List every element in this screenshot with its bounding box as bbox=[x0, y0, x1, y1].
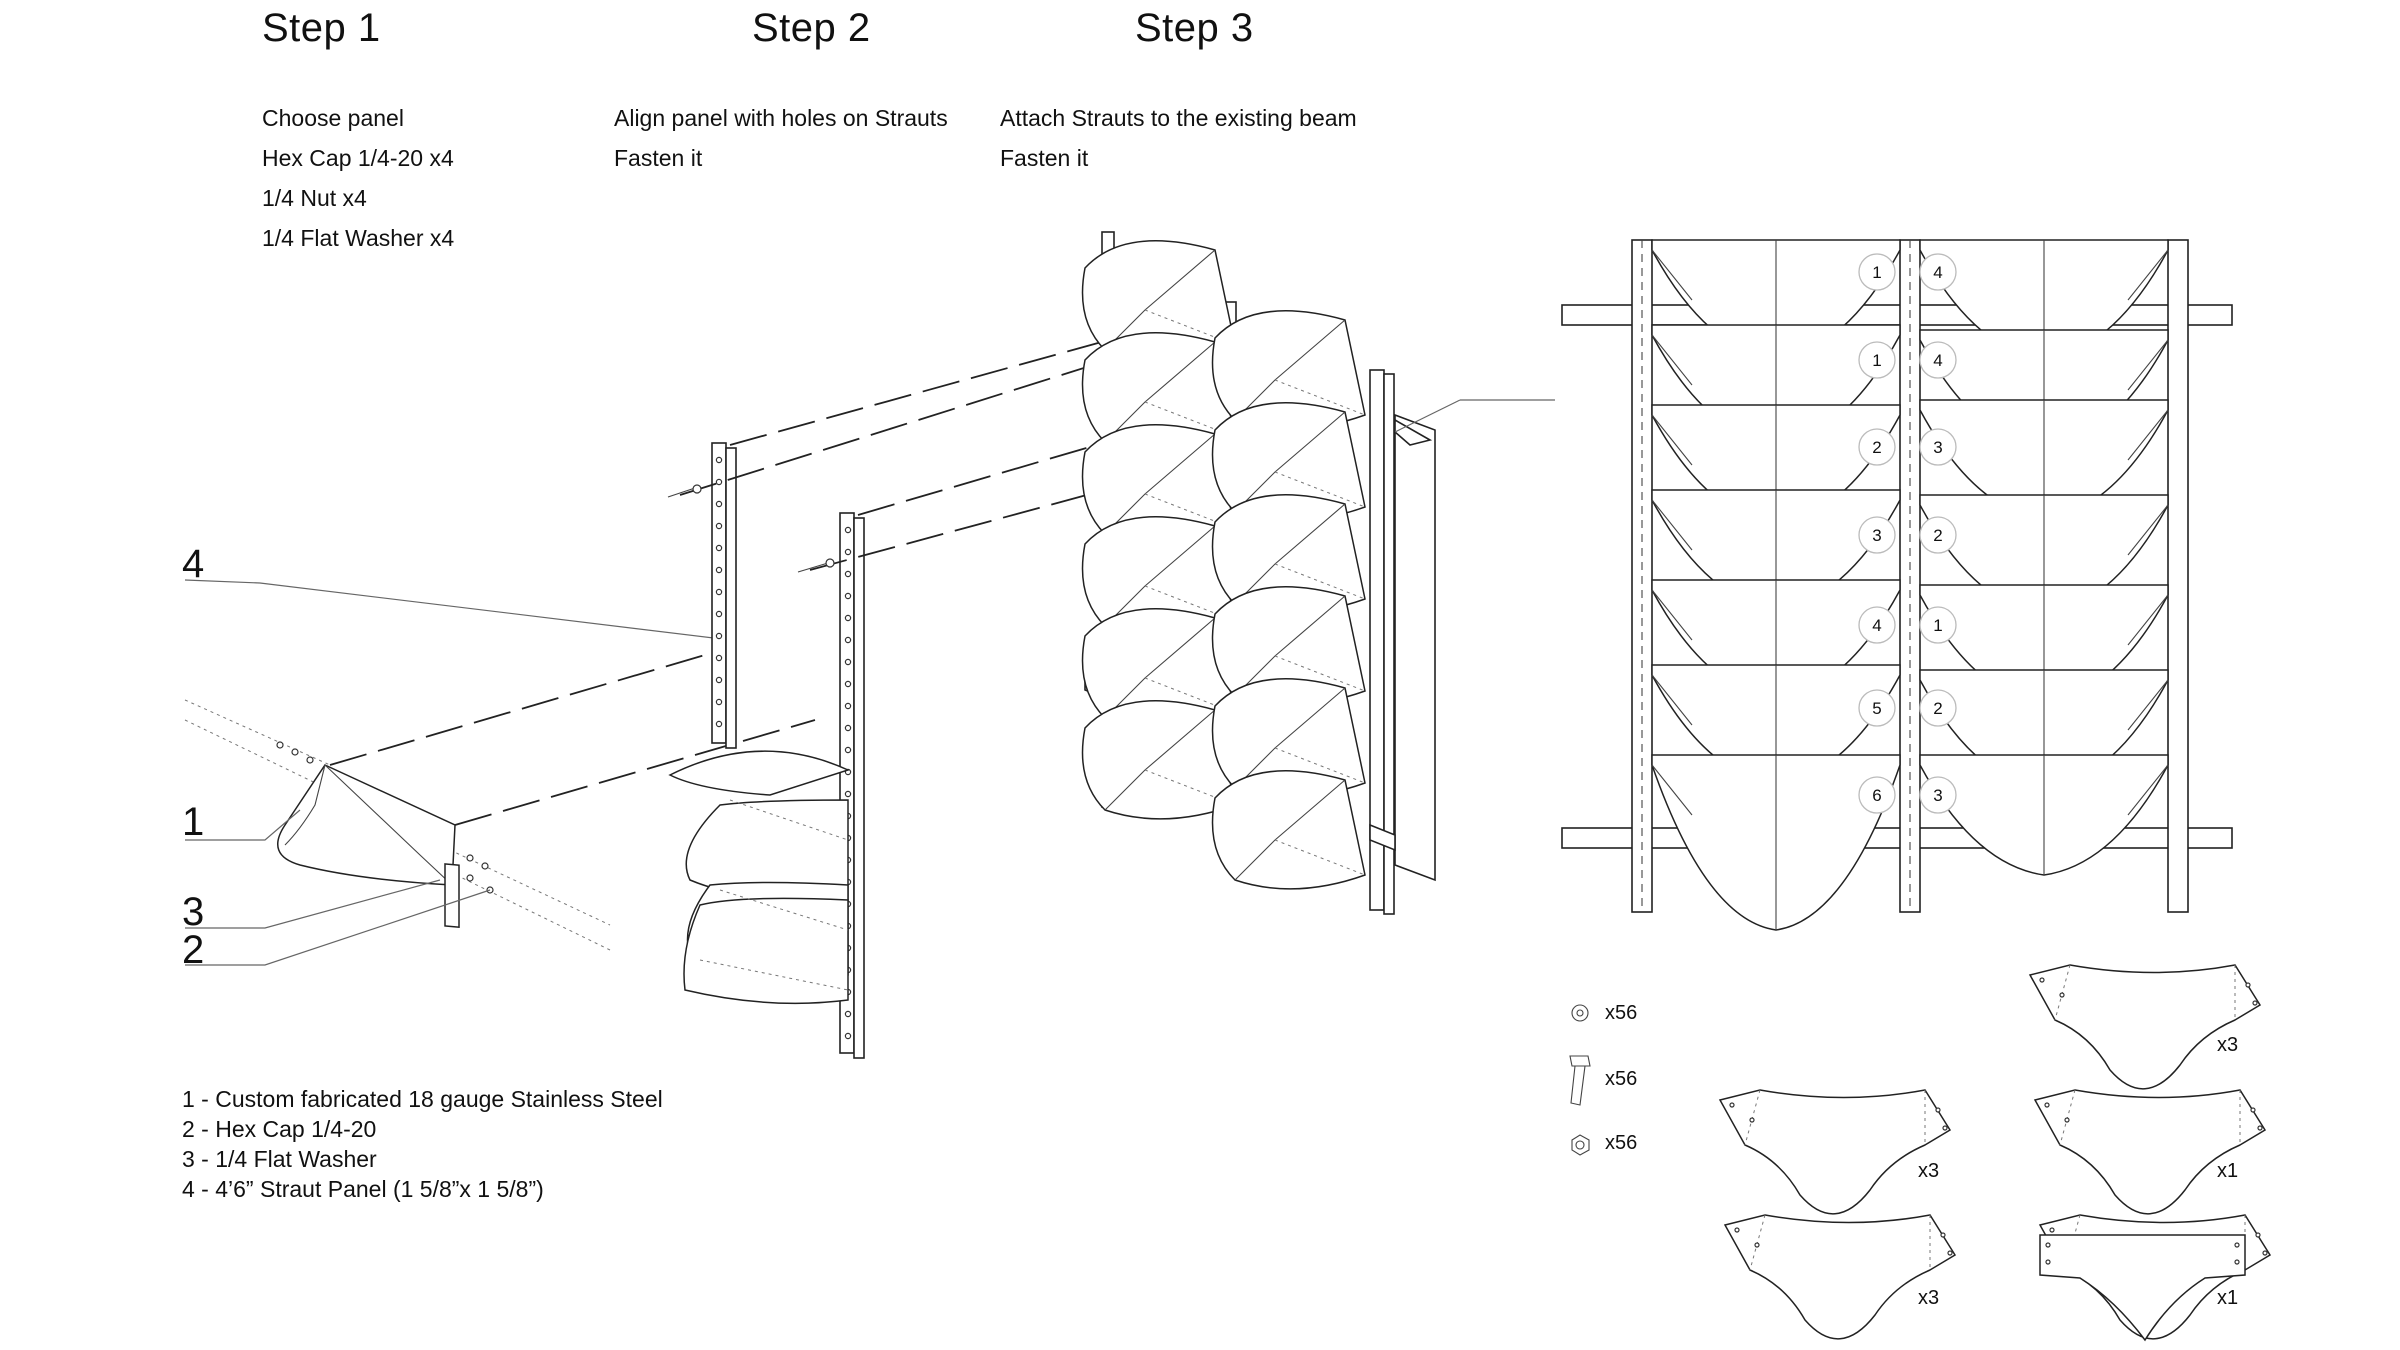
elevation-panel-number: 3 bbox=[1872, 526, 1881, 545]
washer-qty: x56 bbox=[1605, 1002, 1638, 1024]
step-2-line-2: Fasten it bbox=[614, 145, 703, 171]
elevation-panel-number: 3 bbox=[1933, 786, 1942, 805]
legend-item-2: 2 - Hex Cap 1/4-20 bbox=[182, 1116, 377, 1142]
elevation-panel-number: 1 bbox=[1872, 351, 1881, 370]
panel-count-5: x1 bbox=[2217, 1287, 2239, 1309]
elevation-panel bbox=[1919, 754, 2169, 876]
flat-panel-pattern bbox=[1718, 1089, 1952, 1215]
elevation-panel-number: 6 bbox=[1872, 786, 1881, 805]
step-1-line-3: 1/4 Nut x4 bbox=[262, 185, 367, 211]
flat-washer-icon bbox=[1571, 1004, 1589, 1022]
step3-panel bbox=[1211, 678, 1366, 798]
callout-2: 2 bbox=[182, 928, 205, 972]
step-3-title: Step 3 bbox=[1135, 6, 1254, 50]
callout-1: 1 bbox=[182, 800, 205, 844]
elevation-panel-number: 2 bbox=[1933, 526, 1942, 545]
elevation-panel-number: 4 bbox=[1933, 263, 1942, 282]
step1-panel-exploded bbox=[184, 654, 816, 951]
elevation-panel-number: 2 bbox=[1933, 699, 1942, 718]
elevation-panel-number: 5 bbox=[1872, 699, 1881, 718]
panel-count-3: x3 bbox=[1918, 1287, 1940, 1309]
step-1-title: Step 1 bbox=[262, 6, 381, 50]
bolt-qty: x56 bbox=[1605, 1068, 1638, 1090]
nut-icon bbox=[1571, 1134, 1590, 1156]
legend-item-3: 3 - 1/4 Flat Washer bbox=[182, 1146, 377, 1172]
step2-assembly bbox=[667, 304, 1346, 1059]
flat-panel-pattern bbox=[2039, 1234, 2246, 1342]
elevation-panel-number: 1 bbox=[1933, 616, 1942, 635]
flat-panel-pattern bbox=[2028, 964, 2262, 1090]
step1-fasteners bbox=[276, 741, 494, 894]
flat-panel-pattern bbox=[1723, 1214, 1957, 1340]
legend-item-4: 4 - 4’6” Straut Panel (1 5/8”x 1 5/8”) bbox=[182, 1176, 544, 1202]
step3-panel bbox=[1211, 770, 1366, 890]
elevation-panel-number: 4 bbox=[1933, 351, 1942, 370]
panel-patterns bbox=[1718, 964, 2272, 1342]
legend-item-1: 1 - Custom fabricated 18 gauge Stainless… bbox=[182, 1086, 663, 1112]
step-1-line-4: 1/4 Flat Washer x4 bbox=[262, 225, 455, 251]
step3-assembly bbox=[1081, 231, 1555, 915]
callout-4: 4 bbox=[182, 542, 205, 586]
step-1-line-1: Choose panel bbox=[262, 105, 404, 131]
panel-count-4: x1 bbox=[2217, 1160, 2239, 1182]
step3-panel bbox=[1211, 310, 1366, 430]
step-2-line-1: Align panel with holes on Strauts bbox=[614, 105, 948, 131]
hex-cap-bolt-icon bbox=[1569, 1055, 1591, 1106]
nut-qty: x56 bbox=[1605, 1132, 1638, 1154]
callout-3: 3 bbox=[182, 890, 205, 934]
elevation-panel-number: 1 bbox=[1872, 263, 1881, 282]
callout-leaders bbox=[184, 579, 731, 966]
step-2-title: Step 2 bbox=[752, 6, 871, 50]
elevation-view: 1 4 1 4 2 3 3 2 4 1 5 2 6 3 bbox=[1561, 239, 2233, 931]
step-3-line-1: Attach Strauts to the existing beam bbox=[1000, 105, 1357, 131]
elevation-panel bbox=[1651, 754, 1901, 931]
elevation-panel-number: 2 bbox=[1872, 438, 1881, 457]
step2-straut-back bbox=[711, 442, 737, 749]
panel-count-1: x3 bbox=[2217, 1034, 2239, 1056]
panel-count-2: x3 bbox=[1918, 1160, 1940, 1182]
step3-panel bbox=[1081, 700, 1236, 820]
elevation-panel-number: 3 bbox=[1933, 438, 1942, 457]
step-3-line-2: Fasten it bbox=[1000, 145, 1089, 171]
step-1-line-2: Hex Cap 1/4-20 x4 bbox=[262, 145, 454, 171]
elevation-panel-number: 4 bbox=[1872, 616, 1881, 635]
flat-panel-pattern bbox=[2033, 1089, 2267, 1215]
